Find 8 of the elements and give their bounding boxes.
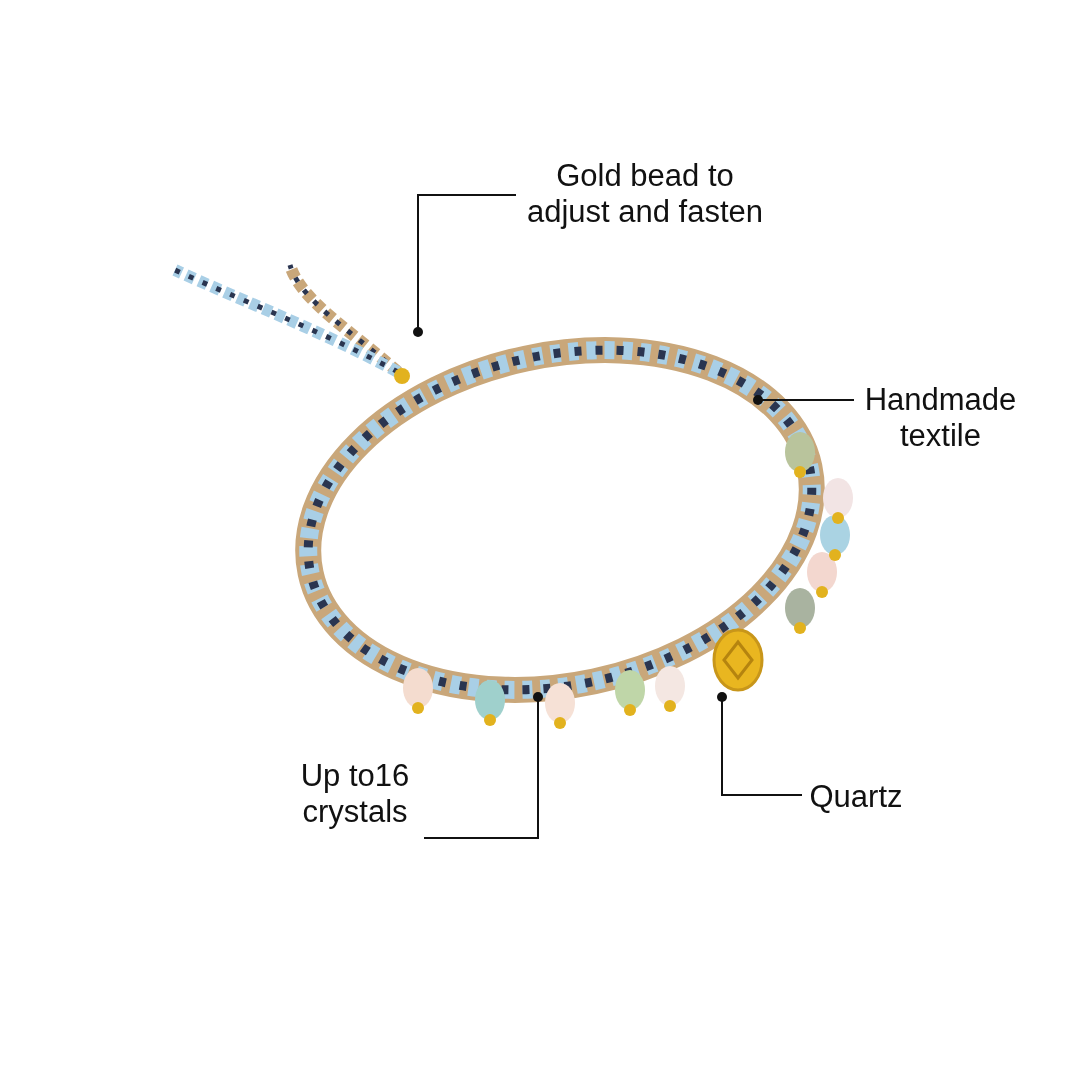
leader-line: [423, 692, 543, 839]
leader-line: [753, 395, 855, 405]
callout-label: Up to16 crystals: [290, 758, 420, 830]
callout-label: Handmade textile: [858, 382, 1023, 454]
leader-line: [717, 692, 803, 796]
callout-label: Quartz: [806, 779, 906, 815]
callout-label: Gold bead to adjust and fasten: [520, 158, 770, 230]
leader-line: [413, 194, 517, 337]
